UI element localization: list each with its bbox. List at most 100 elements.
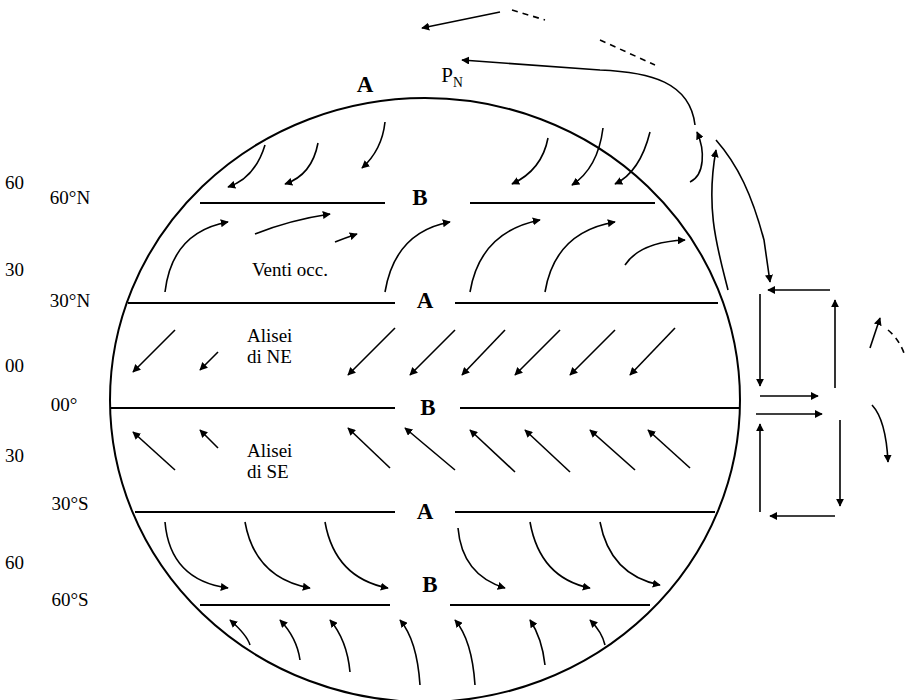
wind-arrow-group xyxy=(133,328,675,375)
pressure-label: B xyxy=(410,185,429,210)
map-label: 30 xyxy=(3,260,26,281)
wind-arrow xyxy=(200,430,218,448)
circulation-cell-arrow xyxy=(716,140,770,282)
wind-arrow xyxy=(530,620,545,665)
latitude-line xyxy=(200,202,385,204)
wind-arrow xyxy=(590,430,635,470)
wind-arrow xyxy=(455,620,475,685)
circulation-cell-arrow xyxy=(712,150,728,290)
map-label: 30 xyxy=(3,446,26,467)
wind-arrow xyxy=(530,522,590,588)
wind-arrow xyxy=(600,522,660,585)
wind-arrow xyxy=(515,330,560,375)
wind-arrow xyxy=(648,430,690,468)
wind-arrow xyxy=(165,522,228,588)
wind-arrow xyxy=(200,352,218,370)
latitude-line xyxy=(455,511,715,513)
pressure-label: B xyxy=(420,572,439,597)
wind-arrow xyxy=(230,620,250,645)
latitude-line xyxy=(470,202,655,204)
latitude-line xyxy=(455,302,718,304)
wind-arrow xyxy=(385,222,450,292)
wind-arrow-group xyxy=(133,428,690,472)
wind-arrow xyxy=(572,128,603,185)
wind-arrow xyxy=(348,328,395,375)
circulation-cell-arrow xyxy=(690,132,702,182)
wind-arrow xyxy=(255,214,330,234)
wind-arrow xyxy=(325,522,388,588)
map-label: 30°N xyxy=(48,291,92,312)
map-label: 00 xyxy=(3,356,26,377)
pressure-label: A xyxy=(355,72,376,97)
wind-arrow xyxy=(280,620,300,660)
pressure-label: A xyxy=(415,288,436,313)
circulation-cell-arrow xyxy=(756,413,822,415)
circulation-cell-arrow xyxy=(760,395,818,397)
wind-arrow xyxy=(335,234,357,242)
circulation-cell-arrow xyxy=(834,300,836,388)
latitude-line xyxy=(450,604,650,606)
wind-arrow xyxy=(462,330,505,375)
wind-arrow xyxy=(228,145,265,187)
wind-arrow xyxy=(410,330,455,375)
map-label: PN xyxy=(439,64,465,87)
map-label: 60 xyxy=(3,553,26,574)
circulation-cell-arrow xyxy=(870,318,880,348)
wind-arrow xyxy=(405,428,455,470)
wind-arrow xyxy=(330,620,350,672)
map-label: 60 xyxy=(3,173,26,194)
wind-arrow xyxy=(133,432,175,470)
globe-outline xyxy=(110,98,740,700)
map-label: Alisei di SE xyxy=(245,441,305,483)
wind-arrow xyxy=(470,220,540,292)
circulation-cell-arrow xyxy=(770,515,835,517)
map-label: 60°N xyxy=(48,188,92,209)
map-label: Alisei di NE xyxy=(245,326,305,368)
pressure-label: B xyxy=(418,395,437,420)
wind-arrow xyxy=(133,330,175,372)
wind-arrow xyxy=(625,240,685,265)
continuation-dash xyxy=(600,40,655,65)
wind-arrow-group xyxy=(165,214,685,292)
circulation-cell-arrow xyxy=(422,12,500,28)
circulation-cell-arrow xyxy=(839,420,841,506)
wind-arrow xyxy=(400,620,420,685)
map-label: Venti occ. xyxy=(250,260,330,281)
wind-arrow xyxy=(470,430,515,472)
wind-arrow xyxy=(590,620,605,645)
wind-arrow-group xyxy=(230,620,605,685)
wind-arrow-group xyxy=(165,522,660,588)
wind-arrow xyxy=(512,138,548,184)
latitude-line xyxy=(110,407,395,409)
wind-arrow xyxy=(615,132,650,184)
latitude-line xyxy=(128,302,395,304)
wind-arrow-group xyxy=(228,122,650,187)
circulation-cell-arrow xyxy=(759,424,761,512)
wind-arrow xyxy=(458,528,505,588)
wind-arrow xyxy=(545,222,615,292)
latitude-line xyxy=(200,604,390,606)
map-label: 00° xyxy=(49,395,80,416)
continuation-dash xyxy=(888,330,905,356)
wind-arrow xyxy=(245,522,310,588)
wind-arrow xyxy=(362,122,385,168)
wind-arrow xyxy=(570,330,615,375)
wind-arrow xyxy=(285,143,318,184)
map-label: 60°S xyxy=(49,590,90,611)
wind-arrow xyxy=(348,428,390,468)
circulation-cell-arrow xyxy=(768,289,830,291)
latitude-line xyxy=(135,511,395,513)
wind-arrow xyxy=(165,222,228,292)
pressure-label: A xyxy=(415,499,436,524)
circulation-cell-arrow xyxy=(872,405,888,462)
latitude-line xyxy=(460,407,740,409)
wind-arrow xyxy=(525,430,570,472)
circulation-cell-arrow xyxy=(759,294,761,386)
continuation-dash xyxy=(512,10,545,20)
circulation-cell-arrow xyxy=(462,60,695,125)
circulation-cell-arrow-group xyxy=(422,12,888,516)
continuation-dash-group xyxy=(512,10,905,356)
wind-arrow xyxy=(630,328,675,375)
